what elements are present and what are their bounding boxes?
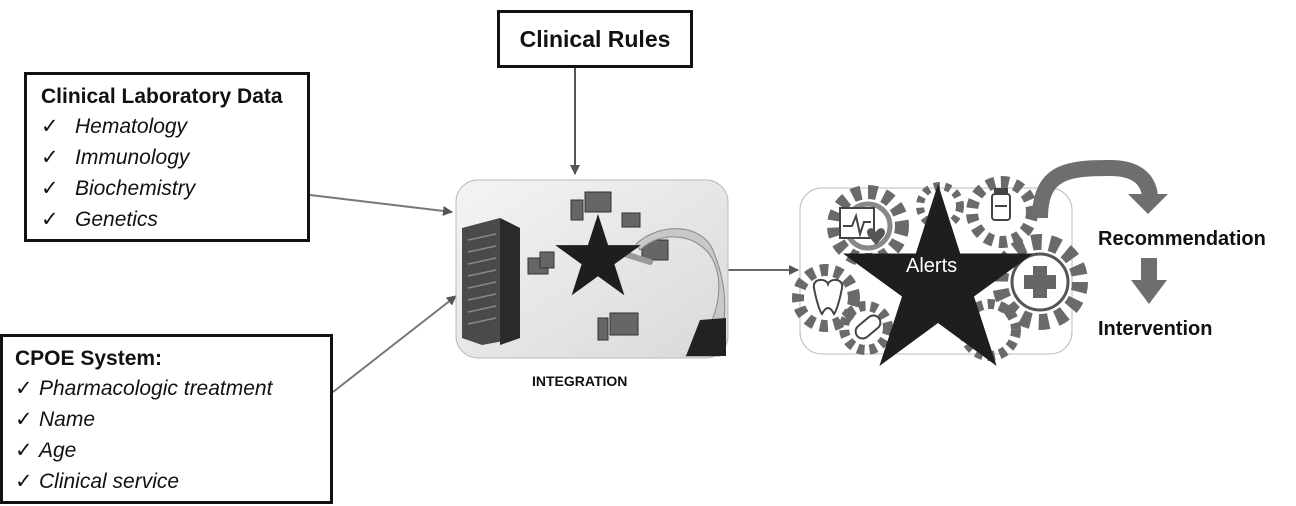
- integration-image: [455, 179, 729, 359]
- lab-data-box: Clinical Laboratory Data ✓Hematology ✓Im…: [24, 72, 310, 242]
- server-icon: [462, 218, 520, 345]
- integration-star: [555, 214, 641, 296]
- cpoe-to-integration-arrow: [332, 295, 457, 393]
- alerts-to-recommendation-arrow: [1032, 159, 1158, 219]
- check-icon: ✓: [41, 208, 59, 231]
- cpoe-item: ✓Clinical service: [15, 466, 330, 497]
- check-icon: ✓: [41, 115, 59, 138]
- lab-item: ✓Hematology: [41, 111, 307, 142]
- clinical-rules-box: Clinical Rules: [497, 10, 693, 68]
- check-icon: ✓: [15, 408, 33, 431]
- lab-item: ✓Immunology: [41, 142, 307, 173]
- recommendation-to-intervention-arrow: [1131, 258, 1167, 304]
- alerts-label: Alerts: [906, 255, 958, 277]
- curved-arrow-head: [1128, 194, 1168, 214]
- check-icon: ✓: [15, 470, 33, 493]
- check-icon: ✓: [41, 146, 59, 169]
- check-icon: ✓: [41, 177, 59, 200]
- lab-data-title: Clinical Laboratory Data: [41, 85, 283, 108]
- lab-item: ✓Biochemistry: [41, 173, 307, 204]
- cpoe-system-box: CPOE System: ✓Pharmacologic treatment ✓N…: [0, 334, 333, 504]
- monitor-icons: [527, 191, 669, 341]
- lab-to-integration-arrow: [309, 194, 453, 216]
- alerts-image: [792, 176, 1088, 366]
- hand-icon: [609, 228, 726, 357]
- tooth-icon: [812, 278, 844, 316]
- lab-item: ✓Genetics: [41, 204, 307, 235]
- cpoe-item: ✓Pharmacologic treatment: [15, 373, 330, 404]
- heart-monitor-icon: [839, 207, 886, 245]
- gear-icons: [792, 176, 1088, 361]
- medicine-bottle-icon: [991, 188, 1011, 221]
- cpoe-item: ✓Age: [15, 435, 330, 466]
- check-icon: ✓: [15, 439, 33, 462]
- pill-icon: [854, 314, 882, 340]
- medical-cross-icon: [1010, 252, 1070, 312]
- cpoe-title: CPOE System:: [15, 347, 163, 370]
- intervention-label: Intervention: [1098, 318, 1213, 340]
- recommendation-label: Recommendation: [1098, 228, 1266, 250]
- alerts-star: [842, 184, 1034, 366]
- integration-label: INTEGRATION: [532, 373, 628, 389]
- cpoe-item: ✓Name: [15, 404, 330, 435]
- check-icon: ✓: [15, 377, 33, 400]
- clinical-rules-title: Clinical Rules: [519, 25, 671, 52]
